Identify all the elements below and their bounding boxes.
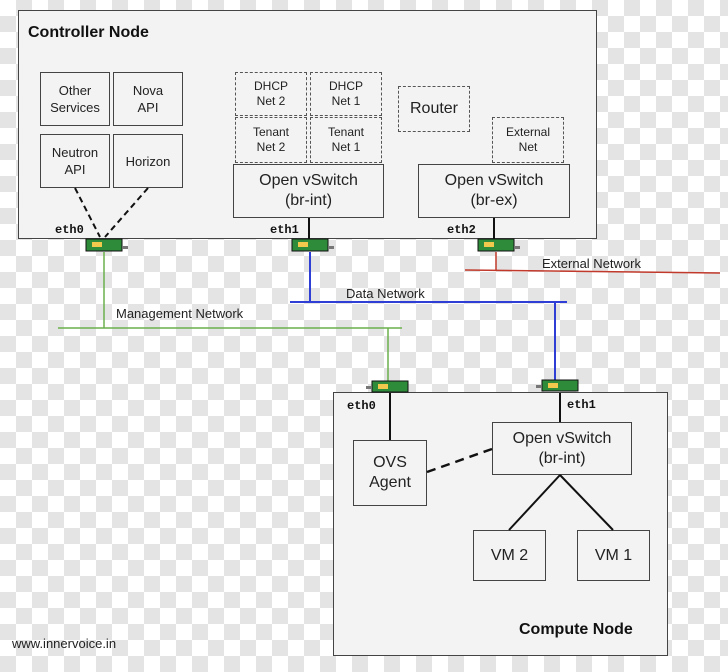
tenant-net2-label: Tenant Net 2 — [252, 125, 290, 154]
tenant-net1-box: Tenant Net 1 — [310, 117, 382, 163]
footer-url: www.innervoice.in — [12, 636, 117, 651]
router-label: Router — [409, 100, 459, 117]
dhcp-net1-box: DHCP Net 1 — [310, 72, 382, 116]
vm1-box: VM 1 — [577, 530, 650, 581]
ovs-br-int-controller-label: Open vSwitch (br-int) — [259, 172, 358, 209]
ovs-to-vm2-link — [508, 474, 561, 531]
ovs-agent-label: OVS Agent — [369, 454, 411, 491]
ovs-br-ex-box: Open vSwitch (br-ex) — [418, 164, 570, 218]
ovs-to-vm1-link — [559, 474, 614, 531]
external-network-label: External Network — [542, 256, 641, 271]
vm2-label: VM 2 — [490, 546, 529, 564]
external-network-bus — [464, 269, 721, 274]
other-services-label: Other Services — [50, 83, 100, 115]
neutron-to-eth0-link — [74, 187, 101, 238]
agent-to-ovs-link — [426, 447, 493, 474]
compute-eth0-nic-icon — [366, 380, 409, 393]
nova-api-box: Nova API — [113, 72, 183, 126]
neutron-api-label: Neutron API — [51, 145, 99, 177]
horizon-label: Horizon — [125, 153, 171, 169]
dhcp-net1-label: DHCP Net 1 — [328, 79, 363, 108]
dhcp-net2-box: DHCP Net 2 — [235, 72, 307, 116]
dhcp-net2-label: DHCP Net 2 — [253, 79, 288, 108]
external-net-label: External Net — [505, 125, 551, 154]
data-network-label: Data Network — [346, 286, 425, 301]
compute-eth1-nic-icon — [536, 379, 579, 392]
controller-node-title: Controller Node — [28, 24, 149, 41]
nova-api-label: Nova API — [132, 83, 164, 115]
horizon-to-eth0-link — [104, 187, 149, 238]
vm2-box: VM 2 — [473, 530, 546, 581]
compute-node-title: Compute Node — [519, 621, 633, 638]
neutron-api-box: Neutron API — [40, 134, 110, 188]
ovs-br-int-compute-label: Open vSwitch (br-int) — [512, 429, 612, 467]
tenant-net1-label: Tenant Net 1 — [327, 125, 365, 154]
controller-eth1-nic-icon — [291, 238, 334, 252]
vm1-label: VM 1 — [594, 546, 633, 564]
ovs-br-int-controller-box: Open vSwitch (br-int) — [233, 164, 384, 218]
controller-eth0-nic-icon — [85, 238, 128, 252]
router-box: Router — [398, 86, 470, 132]
management-network-label: Management Network — [116, 306, 244, 321]
controller-eth2-nic-icon — [477, 238, 520, 252]
ovs-agent-box: OVS Agent — [353, 440, 427, 506]
horizon-box: Horizon — [113, 134, 183, 188]
ovs-br-int-compute-box: Open vSwitch (br-int) — [492, 422, 632, 475]
other-services-box: Other Services — [40, 72, 110, 126]
controller-eth0-label: eth0 — [55, 223, 84, 237]
compute-eth0-label: eth0 — [347, 399, 376, 413]
external-net-box: External Net — [492, 117, 564, 163]
controller-eth1-label: eth1 — [270, 223, 299, 237]
ovs-br-ex-label: Open vSwitch (br-ex) — [444, 172, 544, 209]
tenant-net2-box: Tenant Net 2 — [235, 117, 307, 163]
compute-eth1-label: eth1 — [567, 398, 596, 412]
controller-eth2-label: eth2 — [447, 223, 476, 237]
